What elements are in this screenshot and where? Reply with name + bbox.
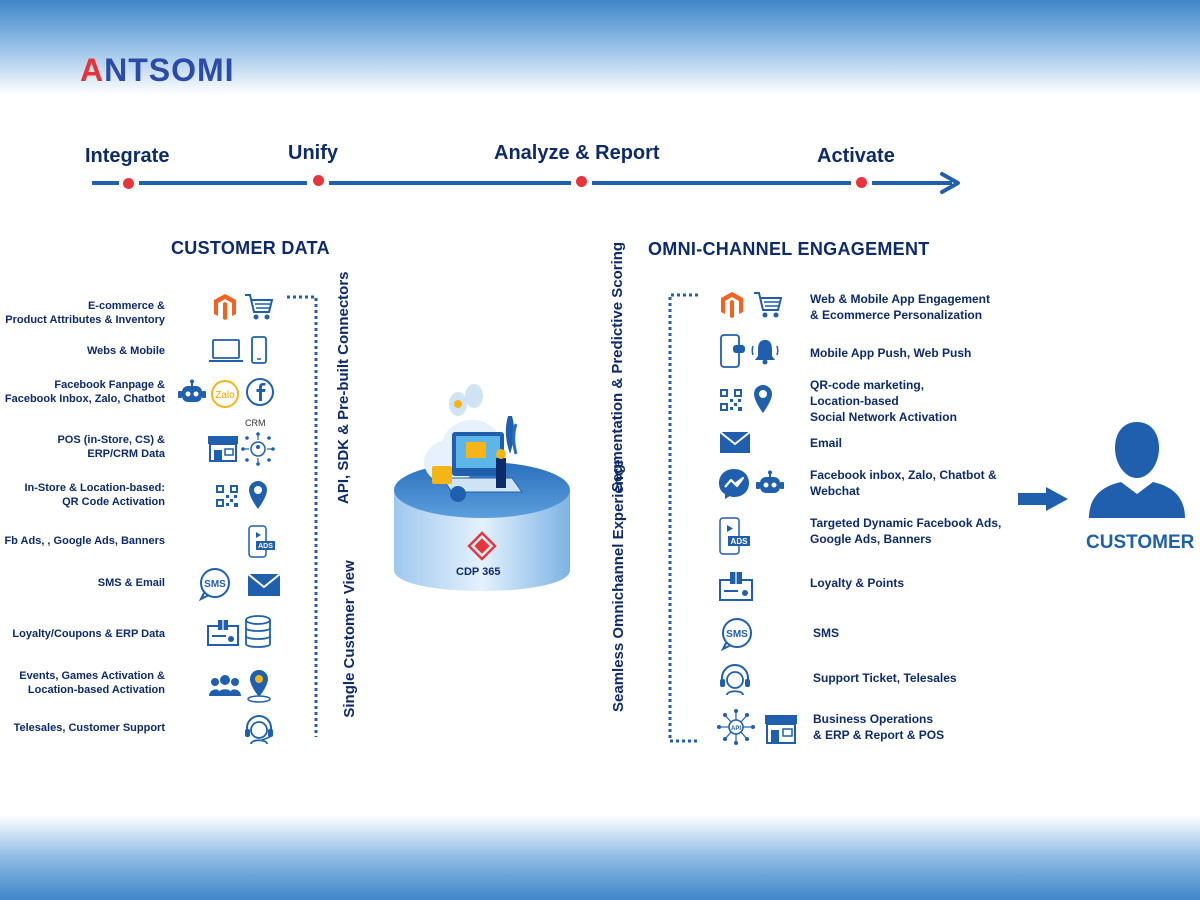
bell-icon — [751, 340, 779, 365]
customer-data-title: CUSTOMER DATA — [171, 238, 330, 258]
svg-text:ADS: ADS — [731, 537, 749, 546]
list-item: Loyalty & Points — [810, 576, 905, 590]
store-icon — [208, 436, 238, 462]
list-item: SMS — [813, 626, 840, 640]
store-icon — [765, 715, 797, 744]
list-item: Email — [810, 436, 843, 450]
chatbot-icon — [756, 470, 784, 493]
zalo-icon: Zalo — [211, 380, 239, 408]
mobile-push-icon — [720, 334, 745, 368]
timeline-arrowhead-icon — [940, 172, 960, 194]
list-item: Support Ticket, Telesales — [813, 671, 957, 685]
svg-text:SMS: SMS — [726, 629, 748, 640]
loyalty-card-icon — [719, 572, 753, 601]
list-item: Business Operations& ERP & Report & POS — [813, 712, 945, 742]
timeline-dot — [123, 178, 134, 189]
antsomi-logo: ANTSOMI — [80, 52, 235, 88]
chatbot-icon — [178, 379, 206, 402]
stage-analyze-report: Analyze & Report — [494, 142, 660, 164]
arrow-right-icon — [1018, 487, 1068, 511]
headset-icon — [720, 664, 750, 696]
people-icon — [209, 675, 241, 696]
magento-icon — [721, 292, 743, 318]
qr-code-icon — [216, 485, 238, 507]
timeline-dot — [856, 177, 867, 188]
left-bracket — [287, 295, 318, 737]
ads-phone-icon: ADS — [719, 517, 750, 555]
sms-icon: SMS — [198, 568, 230, 601]
operations-icon: API — [717, 709, 755, 745]
stage-unify: Unify — [288, 142, 338, 164]
location-pin-icon — [754, 385, 772, 413]
timeline-segment — [592, 181, 851, 185]
cart-icon — [245, 294, 274, 320]
list-item: Mobile App Push, Web Push — [810, 346, 972, 360]
timeline-segment — [139, 181, 307, 185]
list-item: POS (in-Store, CS) &ERP/CRM Data — [57, 434, 165, 460]
list-item: Web & Mobile App Engagement& Ecommerce P… — [810, 292, 991, 322]
cdp-cylinder-illustration — [394, 384, 570, 591]
database-icon — [245, 615, 271, 648]
headset-icon — [245, 715, 273, 745]
sms-icon: SMS — [720, 618, 752, 651]
location-pin-icon — [247, 670, 271, 703]
right-bracket — [668, 293, 698, 743]
list-item: Facebook inbox, Zalo, Chatbot &Webchat — [810, 468, 997, 498]
list-item: E-commerce &Product Attributes & Invento… — [5, 300, 165, 326]
crm-icon — [241, 432, 275, 466]
bottom-gradient-band — [0, 815, 1200, 900]
cart-icon — [754, 292, 783, 318]
loyalty-card-icon — [207, 620, 239, 646]
laptop-icon — [209, 339, 243, 362]
email-icon — [719, 431, 751, 453]
svg-text:API: API — [731, 726, 741, 732]
timeline-segment — [92, 181, 119, 185]
engagement-title: OMNI-CHANNEL ENGAGEMENT — [648, 239, 930, 259]
seamless-omnichannel-label: Seamless Omnichannel Experience — [610, 459, 627, 712]
facebook-icon — [246, 378, 274, 406]
list-item: SMS & Email — [97, 577, 165, 589]
top-gradient-band — [0, 0, 1200, 95]
cdp-label: CDP 365 — [456, 566, 501, 578]
svg-text:Zalo: Zalo — [215, 390, 235, 401]
list-item: Events, Games Activation &Location-based… — [19, 670, 165, 696]
customer-person-icon — [1089, 422, 1185, 518]
crm-tag: CRM — [245, 418, 266, 428]
svg-text:ADS: ADS — [258, 543, 273, 550]
stage-integrate: Integrate — [85, 145, 170, 167]
list-item: Loyalty/Coupons & ERP Data — [12, 628, 165, 640]
single-customer-view-label: Single Customer View — [341, 560, 358, 718]
mobile-icon — [251, 336, 267, 364]
email-icon — [247, 573, 281, 596]
timeline-segment — [329, 181, 571, 185]
list-item: Fb Ads, , Google Ads, Banners — [4, 535, 165, 547]
location-pin-icon — [249, 481, 267, 509]
list-item: In-Store & Location-based:QR Code Activa… — [24, 482, 165, 508]
timeline-dot — [313, 175, 324, 186]
customer-label: CUSTOMER — [1086, 532, 1195, 553]
list-item: Webs & Mobile — [86, 345, 165, 357]
stage-activate: Activate — [817, 145, 895, 167]
list-item: Telesales, Customer Support — [13, 722, 165, 734]
list-item: Targeted Dynamic Facebook Ads,Google Ads… — [810, 516, 1002, 546]
qr-code-icon — [720, 389, 742, 411]
list-item: Facebook Fanpage &Facebook Inbox, Zalo, … — [4, 379, 165, 405]
timeline-dot — [576, 176, 587, 187]
messenger-icon — [719, 469, 749, 499]
magento-icon — [214, 294, 236, 320]
svg-text:SMS: SMS — [204, 579, 226, 590]
api-sdk-label: API, SDK & Pre-built Connectors — [335, 271, 352, 504]
timeline-segment — [872, 181, 952, 185]
ads-phone-icon: ADS — [248, 525, 275, 558]
